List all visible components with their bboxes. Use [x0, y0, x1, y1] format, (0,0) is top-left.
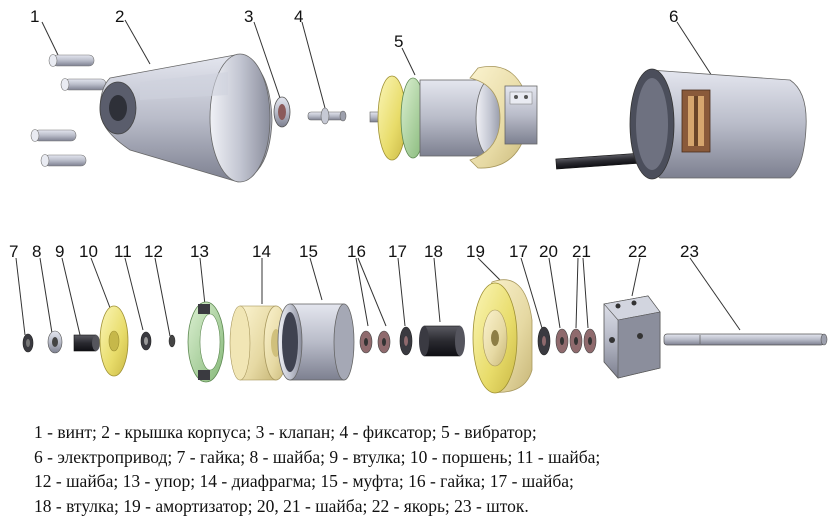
callout-22: 22 [628, 242, 647, 261]
part-12-washer [168, 334, 176, 348]
callout-20: 20 [539, 242, 558, 261]
callout-14: 14 [252, 242, 271, 261]
part-20-21-washers [555, 328, 597, 354]
callout-17-a: 17 [388, 242, 407, 261]
callout-13: 13 [190, 242, 209, 261]
part-13-stop [187, 301, 225, 383]
part-4-fixator [307, 107, 347, 125]
callout-4: 4 [294, 7, 304, 26]
callout-8: 8 [32, 242, 42, 261]
legend-line-4: 18 - втулка; 19 - амортизатор; 20, 21 - … [34, 495, 529, 516]
callout-5: 5 [394, 32, 404, 51]
part-7-nut [22, 333, 34, 353]
part-16-nuts [359, 330, 391, 354]
callout-7: 7 [9, 242, 19, 261]
legend-line-1: 1 - винт; 2 - крышка корпуса; 3 - клапан… [34, 422, 537, 442]
callout-12: 12 [144, 242, 163, 261]
callout-2: 2 [115, 7, 125, 26]
callout-11: 11 [114, 242, 132, 261]
part-19-shock-absorber [472, 279, 533, 394]
part-17-washer-a [399, 326, 413, 356]
part-9-bushing [73, 334, 100, 352]
part-17-washer-b [537, 326, 551, 356]
parts-legend: 1 - винт; 2 - крышка корпуса; 3 - клапан… [34, 420, 824, 518]
callout-23: 23 [680, 242, 699, 261]
part-8-washer [47, 330, 63, 354]
leader-lines [15, 19, 741, 337]
part-6-electric-drive [555, 68, 807, 180]
callout-9: 9 [55, 242, 65, 261]
part-5-vibrator [369, 66, 538, 169]
callout-16: 16 [347, 242, 366, 261]
callout-3: 3 [244, 7, 254, 26]
callout-19: 19 [466, 242, 485, 261]
part-15-coupling [277, 303, 355, 381]
part-10-piston [99, 305, 129, 377]
part-3-valve [273, 96, 291, 128]
callout-10: 10 [79, 242, 98, 261]
callout-21: 21 [572, 242, 591, 261]
legend-line-3: 12 - шайба; 13 - упор; 14 - диафрагма; 1… [34, 471, 574, 491]
callout-1: 1 [30, 7, 40, 26]
part-18-bushing [419, 325, 465, 357]
part-23-rod [663, 333, 828, 346]
callout-15: 15 [299, 242, 318, 261]
callout-6: 6 [669, 7, 679, 26]
callout-18: 18 [424, 242, 443, 261]
part-22-anchor [603, 295, 661, 379]
callout-17-b: 17 [509, 242, 528, 261]
part-11-washer [140, 331, 152, 351]
legend-line-2: 6 - электропривод; 7 - гайка; 8 - шайба;… [34, 446, 601, 467]
part-1-screws [30, 54, 107, 167]
part-2-housing-cover [99, 53, 273, 183]
